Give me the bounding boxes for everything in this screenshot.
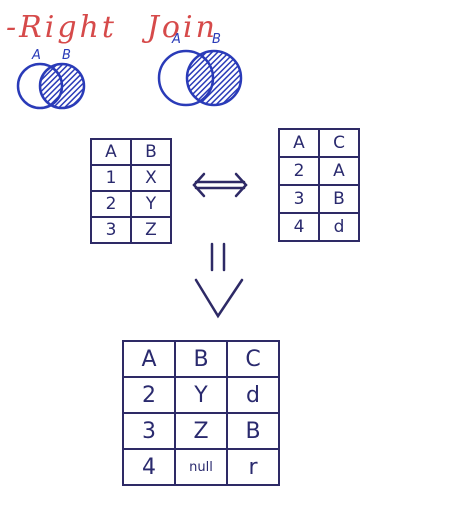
table-right-cell: 2 [278, 156, 320, 186]
table-right-header-cell: A [278, 128, 320, 158]
venn-small-label-a: A [32, 48, 41, 63]
venn-large-label-a: A [172, 32, 181, 47]
table-result-cell: 3 [122, 412, 176, 450]
table-right-cell: B [318, 184, 360, 214]
table-result-row: 2 Y d [122, 376, 280, 414]
venn-large-circle-a [157, 49, 215, 107]
table-right-header-cell: C [318, 128, 360, 158]
double-arrow-icon [192, 172, 248, 198]
table-left-header-cell: A [90, 138, 132, 166]
table-result-row: 4 null r [122, 448, 280, 486]
table-result-header-cell: B [174, 340, 228, 378]
table-result-cell: d [226, 376, 280, 414]
table-right-cell: 3 [278, 184, 320, 214]
table-left-row: 1 X [90, 164, 172, 192]
table-result-cell: null [174, 448, 228, 486]
table-left-cell: 1 [90, 164, 132, 192]
title-join: Join [146, 10, 218, 45]
table-result: A B C 2 Y d 3 Z B 4 null r [122, 340, 280, 486]
table-left-row: 2 Y [90, 190, 172, 218]
venn-diagram-large: A B [152, 32, 252, 112]
table-left-cell: 2 [90, 190, 132, 218]
table-result-cell: Z [174, 412, 228, 450]
down-arrow-icon [194, 242, 244, 319]
table-left: A B 1 X 2 Y 3 Z [90, 138, 172, 244]
table-left-header-cell: B [130, 138, 172, 166]
venn-diagram-small: A B [10, 48, 90, 118]
table-left-cell: X [130, 164, 172, 192]
venn-large-label-b: B [212, 32, 221, 47]
table-result-header-cell: C [226, 340, 280, 378]
table-result-header: A B C [122, 340, 280, 378]
table-right-cell: 4 [278, 212, 320, 242]
venn-small-label-b: B [62, 48, 71, 63]
table-result-header-cell: A [122, 340, 176, 378]
table-result-cell: 2 [122, 376, 176, 414]
table-result-cell: B [226, 412, 280, 450]
table-right: A C 2 A 3 B 4 d [278, 128, 360, 242]
table-left-header: A B [90, 138, 172, 166]
venn-circles-small [16, 62, 86, 110]
table-right-row: 3 B [278, 184, 360, 214]
table-right-cell: A [318, 156, 360, 186]
table-left-cell: Y [130, 190, 172, 218]
venn-circles-large [157, 49, 243, 107]
table-right-row: 2 A [278, 156, 360, 186]
table-right-header: A C [278, 128, 360, 158]
table-result-cell: 4 [122, 448, 176, 486]
venn-small-circle-a [16, 62, 64, 110]
page-title: -Right Join [6, 10, 248, 45]
table-result-row: 3 Z B [122, 412, 280, 450]
table-right-cell: d [318, 212, 360, 242]
title-right: -Right [6, 10, 117, 45]
table-left-cell: Z [130, 216, 172, 244]
table-left-cell: 3 [90, 216, 132, 244]
table-result-cell: Y [174, 376, 228, 414]
table-result-cell: r [226, 448, 280, 486]
table-right-row: 4 d [278, 212, 360, 242]
table-left-row: 3 Z [90, 216, 172, 244]
